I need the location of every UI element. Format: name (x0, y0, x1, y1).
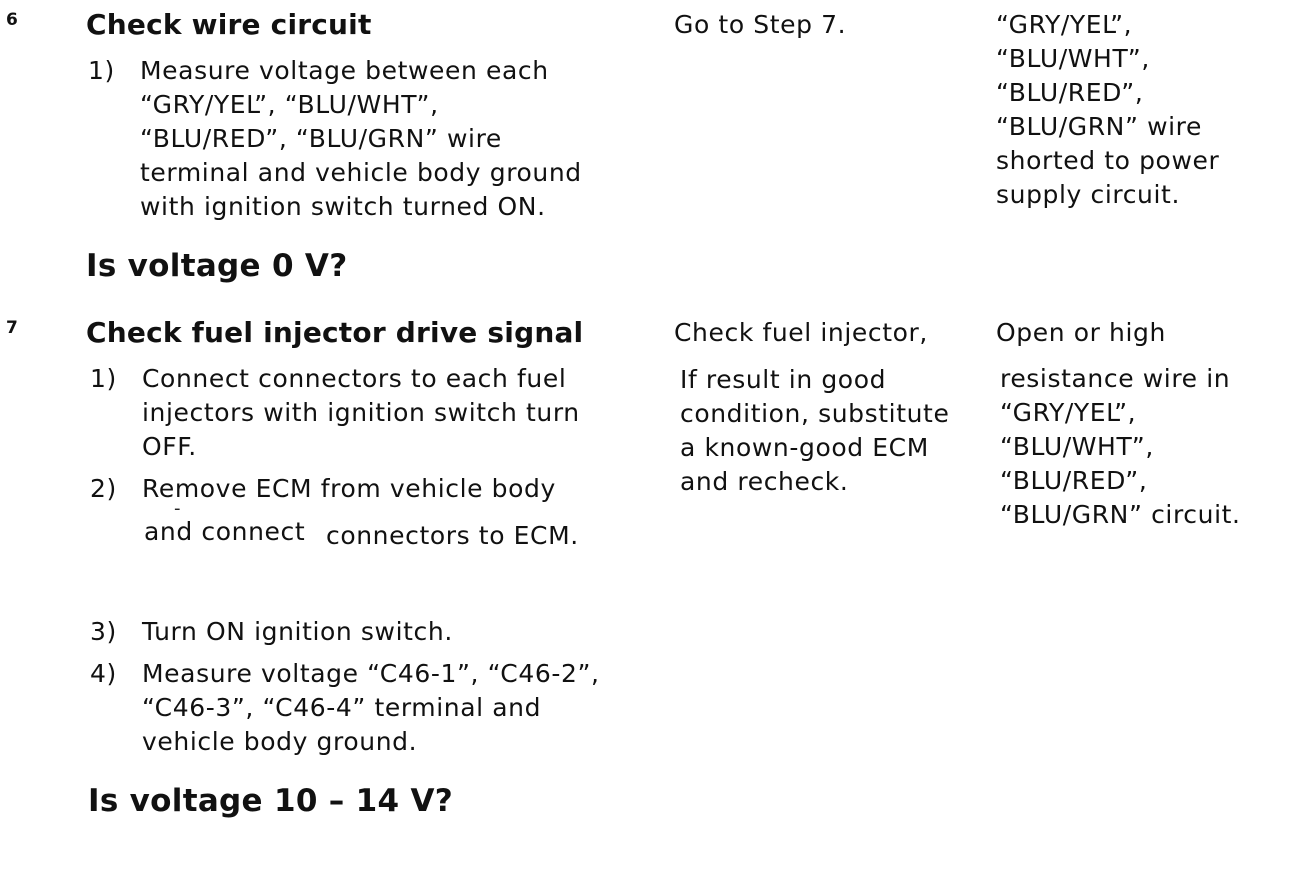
substep-line: OFF. (142, 432, 197, 461)
substep-line: Turn ON ignition switch. (142, 617, 453, 646)
step-6-number: 6 (6, 10, 18, 30)
step-7-number: 7 (6, 318, 18, 338)
step-7-yes-first: Check fuel injector, (674, 318, 928, 347)
substep-line: injectors with ignition switch turn (142, 398, 580, 427)
no-line: “GRY/YEL”, (996, 10, 1133, 39)
step-7-substep-1: 1) Connect connectors to each fuel injec… (90, 362, 580, 464)
substep-line: Connect connectors to each fuel (142, 364, 567, 393)
substep-number: 3) (90, 617, 117, 646)
no-line: resistance wire in (1000, 364, 1231, 393)
substep-line: Measure voltage between each (140, 56, 549, 85)
yes-line: condition, substitute (680, 399, 950, 428)
step-7-no-result: resistance wire in “GRY/YEL”, “BLU/WHT”,… (1000, 362, 1241, 532)
step-7-substep-2: 2) Remove ECM from vehicle body (90, 472, 556, 506)
no-line: “BLU/WHT”, (996, 44, 1150, 73)
no-line: “BLU/GRN” wire (996, 112, 1202, 141)
yes-line: Go to Step 7. (674, 10, 847, 39)
substep-line: terminal and vehicle body ground (140, 158, 582, 187)
step-7-substep-3: 3) Turn ON ignition switch. (90, 615, 453, 649)
no-line: “GRY/YEL”, (1000, 398, 1137, 427)
substep-line: “GRY/YEL”, “BLU/WHT”, (140, 90, 439, 119)
substep-line: “C46-3”, “C46-4” terminal and (142, 693, 542, 722)
no-line: “BLU/RED”, (996, 78, 1144, 107)
step-7-substep-4: 4) Measure voltage “C46-1”, “C46-2”, “C4… (90, 657, 600, 759)
substep-line: Measure voltage “C46-1”, “C46-2”, (142, 659, 600, 688)
no-line: “BLU/RED”, (1000, 466, 1148, 495)
step-7-question: Is voltage 10 – 14 V? (88, 783, 454, 819)
substep-line: Remove ECM from vehicle body (142, 474, 556, 503)
substep-number: 2) (90, 474, 117, 503)
no-line: supply circuit. (996, 180, 1180, 209)
step-6-substep-1: 1) Measure voltage between each “GRY/YEL… (88, 54, 582, 224)
stray-mark: - (174, 498, 181, 519)
substep-number: 4) (90, 659, 117, 688)
step-7-substep-2-continuation-b: connectors to ECM. (326, 521, 579, 550)
substep-line: vehicle body ground. (142, 727, 418, 756)
no-line: “BLU/WHT”, (1000, 432, 1154, 461)
no-line: “BLU/GRN” circuit. (1000, 500, 1241, 529)
yes-line: a known-good ECM (680, 433, 929, 462)
step-7-substep-2-continuation-a: and connect (144, 517, 306, 546)
step-7-yes-result: If result in good condition, substitute … (680, 363, 949, 499)
step-7-title: Check fuel injector drive signal (86, 316, 584, 349)
step-7-no-first: Open or high (996, 318, 1166, 347)
substep-number: 1) (88, 56, 115, 85)
substep-line: “BLU/RED”, “BLU/GRN” wire (140, 124, 502, 153)
step-6-yes-result: Go to Step 7. (674, 8, 846, 42)
yes-line: and recheck. (680, 467, 849, 496)
no-line: shorted to power (996, 146, 1220, 175)
substep-line: with ignition switch turned ON. (140, 192, 546, 221)
yes-line: If result in good (680, 365, 887, 394)
substep-number: 1) (90, 364, 117, 393)
step-6-title: Check wire circuit (86, 8, 372, 41)
step-6-no-result: “GRY/YEL”, “BLU/WHT”, “BLU/RED”, “BLU/GR… (996, 8, 1219, 212)
step-6-question: Is voltage 0 V? (86, 248, 348, 284)
